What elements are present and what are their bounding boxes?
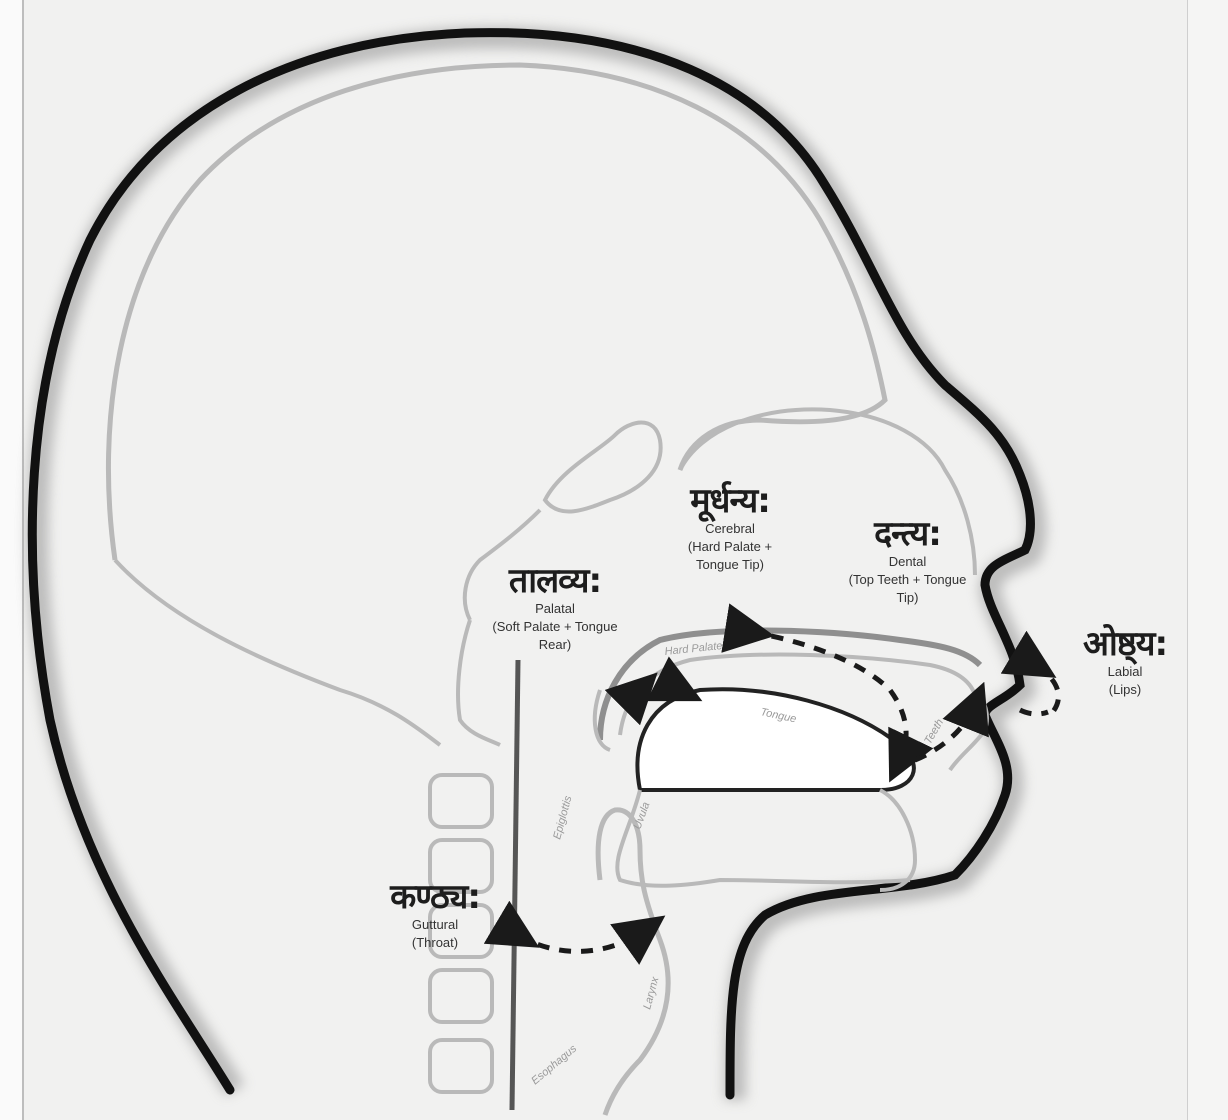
label-guttural: कण्ठ्य: Guttural (Throat) (365, 878, 505, 952)
labial-detail: (Lips) (1060, 681, 1190, 699)
guttural-path (518, 930, 645, 951)
label-labial: ओष्ठ्य: Labial (Lips) (1060, 625, 1190, 699)
palatal-devanagari: तालव्य: (480, 562, 630, 600)
epiglottis-shape (598, 810, 668, 1115)
label-cerebral: मूर्धन्य: Cerebral (Hard Palate + Tongue… (655, 482, 805, 574)
guttural-detail: (Throat) (365, 934, 505, 952)
skull-base-line (115, 560, 440, 745)
labial-path-lower (1020, 710, 1048, 714)
dental-devanagari: दन्त्य: (840, 515, 975, 553)
palatal-path (640, 684, 680, 690)
dental-name: Dental (840, 553, 975, 571)
larynx-text: Larynx (641, 975, 661, 1010)
cerebral-name: Cerebral (655, 520, 805, 538)
dental-detail: (Top Teeth + Tongue Tip) (848, 571, 968, 607)
palatal-name: Palatal (480, 600, 630, 618)
guttural-name: Guttural (365, 916, 505, 934)
labial-path (1035, 665, 1058, 715)
lower-jaw (880, 790, 915, 890)
tongue-shape (638, 689, 914, 790)
pharynx-line (512, 660, 518, 1110)
esophagus-text: Esophagus (529, 1042, 579, 1087)
epiglottis-text: Epiglottis (551, 794, 574, 841)
label-dental: दन्त्य: Dental (Top Teeth + Tongue Tip) (840, 515, 975, 607)
sinus-shape (545, 423, 661, 512)
cerebral-detail: (Hard Palate + Tongue Tip) (665, 538, 795, 574)
labial-devanagari: ओष्ठ्य: (1060, 625, 1190, 663)
guttural-devanagari: कण्ठ्य: (365, 878, 505, 916)
labial-name: Labial (1060, 663, 1190, 681)
cerebral-devanagari: मूर्धन्य: (655, 482, 805, 520)
label-palatal: तालव्य: Palatal (Soft Palate + Tongue Re… (480, 562, 630, 654)
tongue-root (617, 790, 910, 886)
palatal-detail: (Soft Palate + Tongue Rear) (490, 618, 620, 654)
